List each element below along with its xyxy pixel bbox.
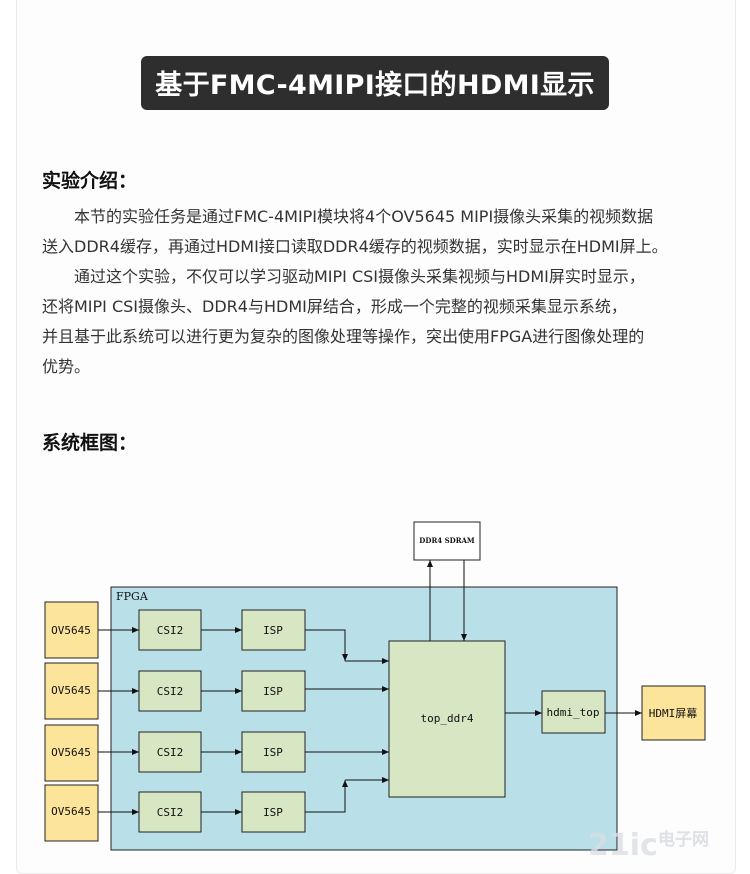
- watermark-logo: 21ic 电子网: [588, 828, 709, 863]
- csi2-block-4: [138, 791, 202, 833]
- isp-block-2: [241, 670, 306, 712]
- diagram-heading: 系统框图：: [42, 432, 138, 454]
- camera-block-4: [44, 784, 99, 842]
- top-ddr4-block: [388, 640, 506, 798]
- page-title: 基于FMC-4MIPI接口的HDMI显示: [141, 56, 609, 110]
- top-ddr4-label: top_ddr4: [421, 712, 474, 725]
- isp-label-1: ISP: [263, 624, 283, 637]
- camera-block-2: [44, 662, 99, 720]
- watermark-text-b: 电子网: [658, 829, 709, 850]
- isp-label-2: ISP: [263, 685, 283, 698]
- csi2-block-2: [138, 670, 202, 712]
- csi2-label-2: CSI2: [157, 685, 184, 698]
- csi2-block-1: [138, 609, 202, 651]
- intro-heading: 实验介绍：: [42, 170, 138, 192]
- intro-text: 本节的实验任务是通过FMC-4MIPI模块将4个OV5645 MIPI摄像头采集…: [42, 202, 722, 382]
- camera-label-4: OV5645: [51, 805, 91, 818]
- isp-label-4: ISP: [263, 806, 283, 819]
- hdmi-top-label: hdmi_top: [547, 706, 600, 719]
- intro-p1-line2: 送入DDR4缓存，再通过HDMI接口读取DDR4缓存的视频数据，实时显示在HDM…: [42, 237, 668, 256]
- isp-block-3: [241, 731, 306, 773]
- arrow-isp1-down: [305, 629, 348, 661]
- ddr4-sdram-label: DDR4 SDRAM: [419, 536, 475, 545]
- watermark-text-a: 21ic: [588, 828, 658, 863]
- camera-label-1: OV5645: [51, 624, 91, 637]
- camera-block-3: [44, 724, 99, 782]
- intro-p2-line4: 优势。: [42, 357, 91, 376]
- hdmi-top-block: [541, 690, 606, 734]
- intro-p2-line2: 还将MIPI CSI摄像头、DDR4与HDMI屏结合，形成一个完整的视频采集显示…: [42, 297, 627, 316]
- title-wrap: 基于FMC-4MIPI接口的HDMI显示: [0, 56, 750, 110]
- csi2-block-3: [138, 731, 202, 773]
- camera-label-2: OV5645: [51, 684, 91, 697]
- hdmi-screen-block: [641, 685, 706, 741]
- isp-block-4: [241, 791, 306, 833]
- fpga-label: FPGA: [116, 590, 149, 603]
- csi2-label-1: CSI2: [157, 624, 184, 637]
- intro-p2-line3: 并且基于此系统可以进行更为复杂的图像处理等操作，突出使用FPGA进行图像处理的: [42, 327, 645, 346]
- ddr4-sdram-block: [413, 521, 481, 561]
- intro-p1-line1: 本节的实验任务是通过FMC-4MIPI模块将4个OV5645 MIPI摄像头采集…: [74, 207, 654, 226]
- arrow-isp4-up: [305, 780, 348, 813]
- isp-label-3: ISP: [263, 746, 283, 759]
- csi2-label-3: CSI2: [157, 746, 184, 759]
- hdmi-screen-label: HDMI屏幕: [649, 706, 698, 720]
- camera-label-3: OV5645: [51, 746, 91, 759]
- camera-block-1: [44, 601, 99, 659]
- intro-p2-line1: 通过这个实验，不仅可以学习驱动MIPI CSI摄像头采集视频与HDMI屏实时显示…: [74, 267, 645, 286]
- csi2-label-4: CSI2: [157, 806, 184, 819]
